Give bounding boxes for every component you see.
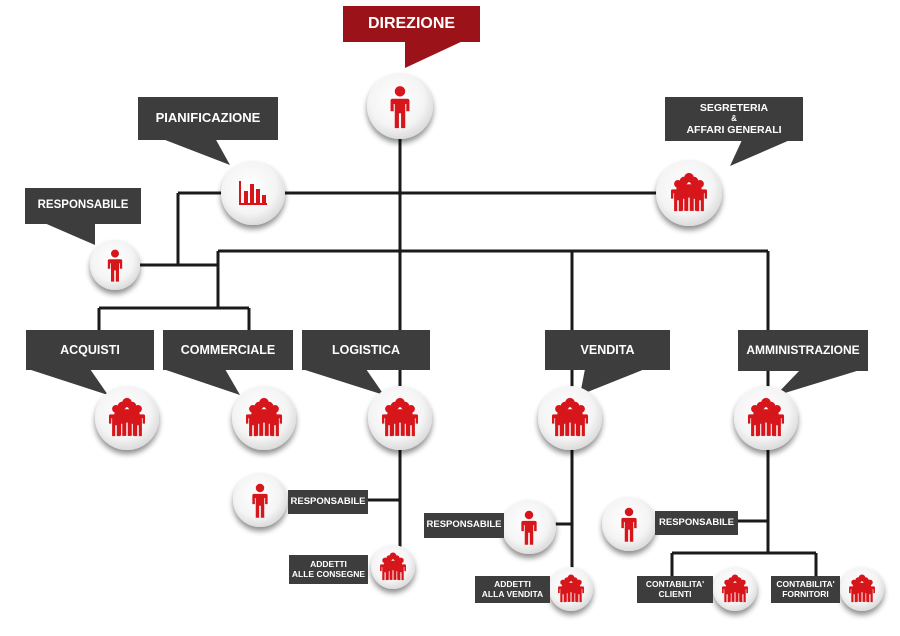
pianificazione-tail (160, 138, 230, 165)
commerciale-circle (232, 386, 296, 450)
responsabile-top-circle (90, 240, 140, 290)
logistica-tail (302, 369, 384, 395)
commerciale-tail (163, 369, 240, 395)
direzione-tail (405, 40, 465, 68)
callout-tails (28, 40, 860, 396)
vendita-circle (538, 386, 602, 450)
amministrazione-label: AMMINISTRAZIONE (738, 330, 868, 371)
amm-clienti-label: CONTABILITA' CLIENTI (637, 576, 713, 603)
amm-responsabile-circle (602, 497, 656, 551)
vend-addetti-circle (549, 567, 593, 611)
amm-clienti-circle (713, 567, 757, 611)
logistica-circle (368, 386, 432, 450)
log-addetti-circle (371, 545, 415, 589)
commerciale-label: COMMERCIALE (163, 330, 293, 370)
connector-lines (97, 120, 818, 580)
amministrazione-tail (775, 370, 860, 396)
log-addetti-label: ADDETTI ALLE CONSEGNE (289, 555, 368, 584)
amm-fornitori-label: CONTABILITA' FORNITORI (771, 576, 840, 603)
log-responsabile-circle (233, 473, 287, 527)
logistica-label: LOGISTICA (302, 330, 430, 370)
direzione-circle (367, 73, 433, 139)
vendita-label: VENDITA (545, 330, 670, 370)
vendita-tail (580, 369, 645, 395)
segreteria-circle (656, 160, 722, 226)
pianificazione-circle (221, 161, 285, 225)
segreteria-label: SEGRETERIA & AFFARI GENERALI (665, 97, 803, 141)
responsabile-top-label: RESPONSABILE (25, 188, 141, 224)
vend-responsabile-label: RESPONSABILE (424, 513, 504, 538)
acquisti-label: ACQUISTI (26, 330, 154, 370)
responsabile-top-tail (42, 222, 95, 245)
direzione-label: DIREZIONE (343, 6, 480, 42)
amm-fornitori-circle (840, 567, 884, 611)
acquisti-circle (95, 386, 159, 450)
acquisti-tail (28, 369, 108, 395)
amm-responsabile-label: RESPONSABILE (655, 511, 738, 535)
segreteria-tail (730, 140, 790, 166)
pianificazione-label: PIANIFICAZIONE (138, 97, 278, 140)
vend-addetti-label: ADDETTI ALLA VENDITA (475, 576, 550, 603)
amministrazione-circle (734, 386, 798, 450)
vend-responsabile-circle (502, 500, 556, 554)
log-responsabile-label: RESPONSABILE (288, 490, 368, 514)
